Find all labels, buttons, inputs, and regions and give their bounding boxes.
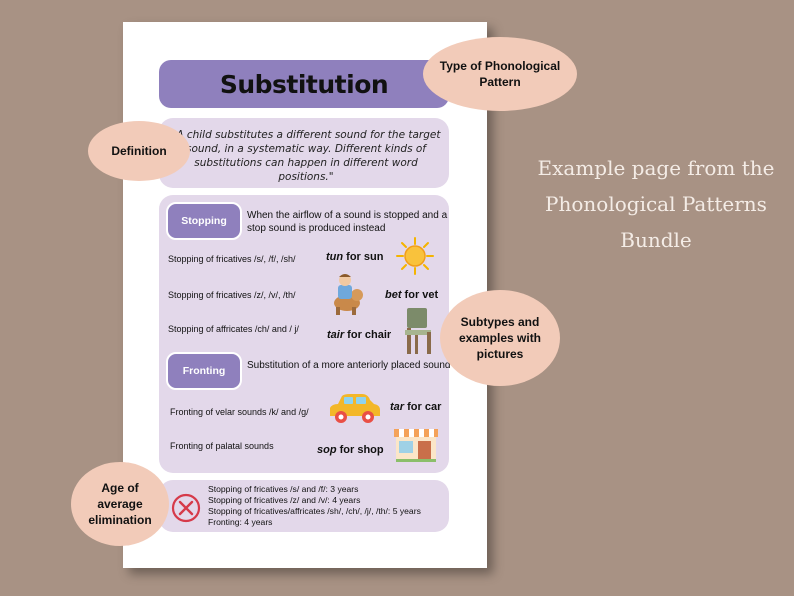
fronting-row-1-example: tar for car: [390, 401, 441, 413]
sun-icon: [396, 237, 434, 275]
shop-icon: [394, 429, 438, 462]
example-rest: for shop: [336, 444, 384, 456]
fronting-chip: Fronting: [166, 352, 242, 390]
fronting-row-2-label: Fronting of palatal sounds: [170, 441, 274, 451]
example-rest: for chair: [344, 329, 392, 341]
definition-text: "A child substitutes a different sound f…: [171, 129, 441, 183]
age-callout-text: Age of average elimination: [88, 481, 152, 527]
age-line: Stopping of fricatives/affricates /sh/, …: [208, 506, 421, 516]
stopping-description: When the airflow of a sound is stopped a…: [247, 210, 448, 234]
side-caption-line: Bundle: [620, 228, 692, 252]
fronting-row-2-example: sop for shop: [317, 444, 384, 456]
age-line: Stopping of fricatives /s/ and /f/: 3 ye…: [208, 484, 359, 494]
fronting-chip-label: Fronting: [182, 365, 226, 377]
side-caption-line: Phonological Patterns: [545, 192, 767, 216]
example-target-word: tun: [326, 251, 344, 263]
example-rest: for vet: [401, 289, 439, 301]
side-caption: Example page from the Phonological Patte…: [522, 150, 790, 258]
stopping-chip: Stopping: [166, 202, 242, 240]
stopping-row-2-label: Stopping of fricatives /z/, /v/, /th/: [168, 290, 296, 300]
stopping-row-1-example: tun for sun: [326, 251, 383, 263]
type-callout-text: Type of Phonological Pattern: [439, 59, 561, 89]
chair-icon: [405, 308, 431, 354]
example-target-word: tair: [327, 329, 345, 341]
definition-callout: Definition: [88, 121, 190, 181]
subtypes-callout-text: Subtypes and examples with pictures: [458, 315, 542, 361]
age-line: Stopping of fricatives /z/ and /v/: 4 ye…: [208, 495, 361, 505]
subtypes-panel: [159, 195, 449, 473]
x-circle-icon: [171, 493, 201, 523]
definition-panel: [159, 118, 449, 188]
title-banner: Substitution: [159, 60, 449, 108]
page-title: Substitution: [219, 69, 389, 99]
stopping-row-3-example: tair for chair: [327, 329, 391, 341]
fronting-row-1-label: Fronting of velar sounds /k/ and /g/: [170, 407, 309, 417]
stopping-row-1-label: Stopping of fricatives /s/, /f/, /sh/: [168, 254, 296, 264]
type-callout: Type of Phonological Pattern: [423, 37, 577, 111]
example-rest: for car: [404, 401, 442, 413]
age-line: Fronting: 4 years: [208, 517, 273, 527]
age-panel: [159, 480, 449, 532]
stopping-row-2-example: bet for vet: [385, 289, 438, 301]
age-callout: Age of average elimination: [71, 462, 169, 546]
example-target-word: tar: [390, 401, 405, 413]
side-caption-line: Example page from the: [537, 156, 775, 180]
vet-boy-dog-icon: [334, 274, 363, 315]
fronting-description: Substitution of a more anteriorly placed…: [247, 360, 451, 371]
stopping-chip-label: Stopping: [181, 215, 227, 227]
age-list: Stopping of fricatives /s/ and /f/: 3 ye…: [208, 484, 421, 528]
example-target-word: sop: [317, 444, 337, 456]
stopping-row-3-label: Stopping of affricates /ch/ and / j/: [168, 324, 299, 334]
definition-callout-text: Definition: [111, 144, 167, 158]
car-icon: [330, 394, 380, 423]
subtypes-callout: Subtypes and examples with pictures: [440, 290, 560, 386]
example-target-word: bet: [385, 289, 402, 301]
example-rest: for sun: [343, 251, 384, 263]
